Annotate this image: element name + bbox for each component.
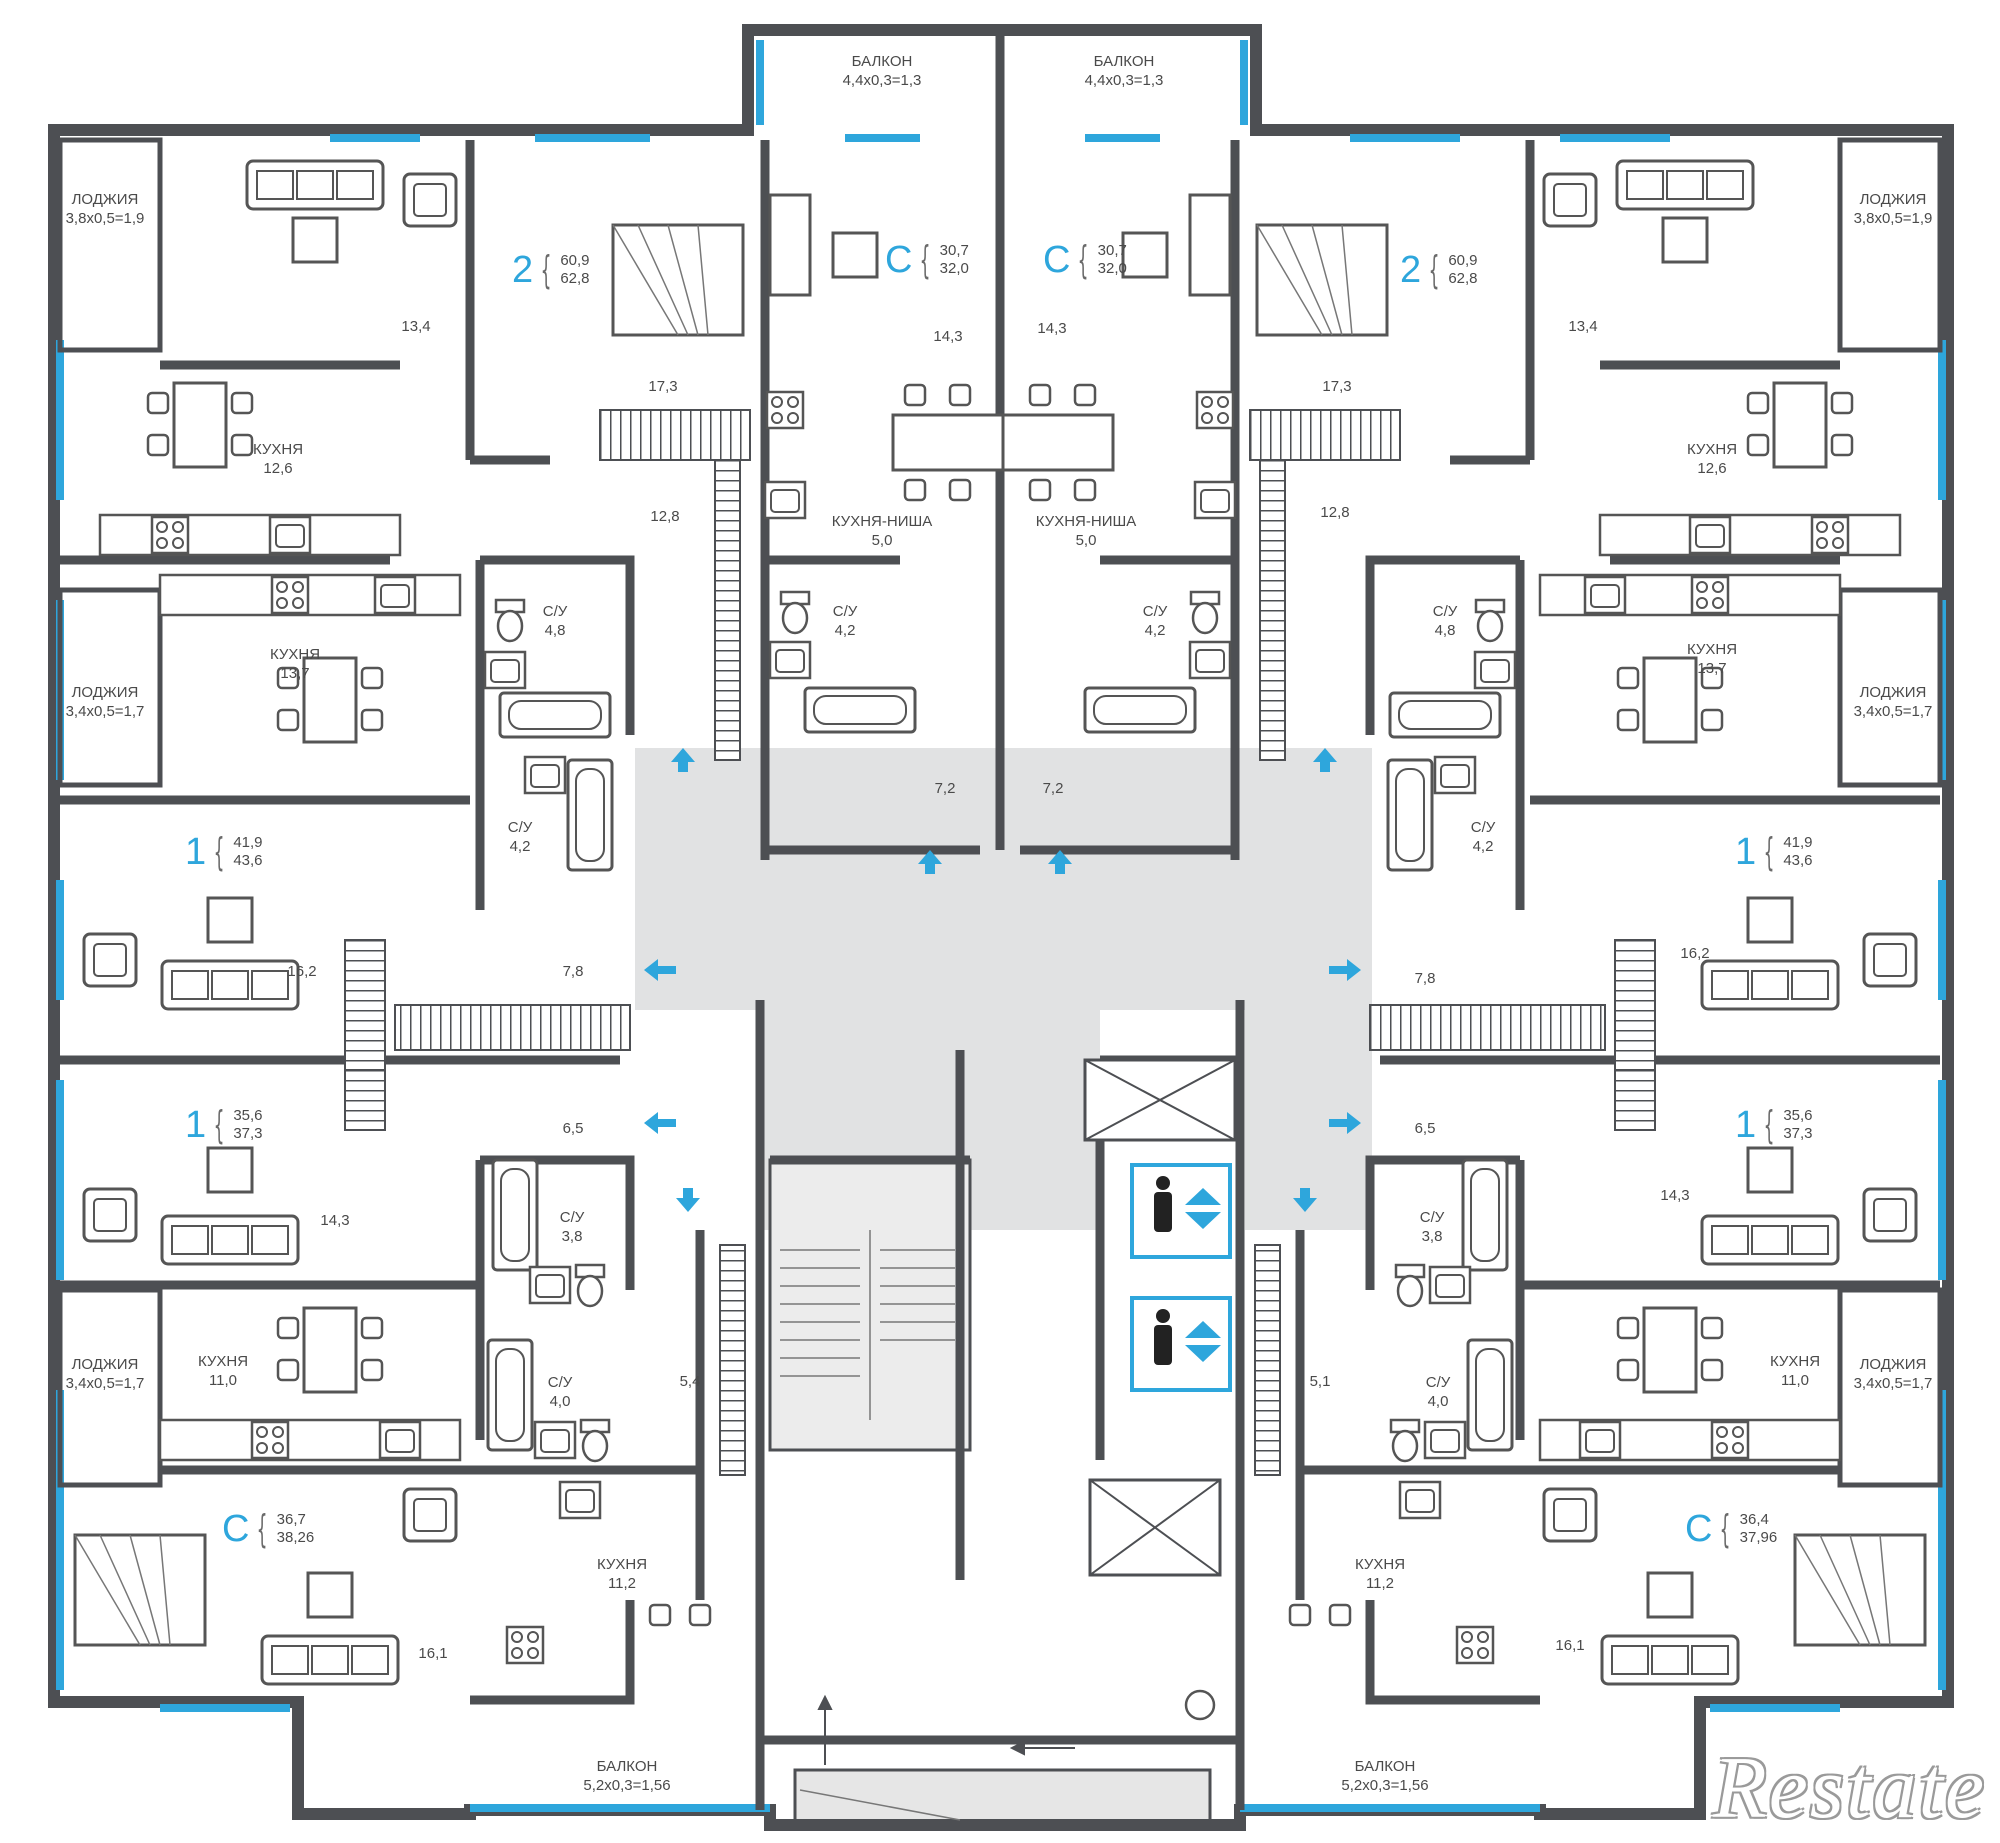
watermark-logo: Restate: [1712, 1740, 1986, 1837]
room-area: 5,4: [679, 1373, 701, 1390]
room-area: 7,2: [1042, 780, 1064, 797]
loggia-outlines: [57, 137, 1943, 1488]
room-area: 14,3: [1660, 1187, 1690, 1204]
room-area: 6,5: [1414, 1120, 1436, 1137]
structural-columns: [344, 409, 1656, 1577]
room-area: 7,8: [1414, 970, 1436, 987]
room-area: 16,1: [1555, 1637, 1585, 1654]
room-area: 14,3: [933, 328, 963, 345]
room-area: 13,4: [401, 318, 431, 335]
furniture: [73, 159, 1927, 1721]
elevator-1: [1130, 1163, 1232, 1259]
room-area: 5,1: [1309, 1373, 1331, 1390]
room-area: 13,4: [1568, 318, 1598, 335]
elevator-2: [1130, 1296, 1232, 1392]
room-area: 16,2: [287, 963, 317, 980]
room-area: 17,3: [1322, 378, 1352, 395]
stair-flight: [780, 1230, 961, 1821]
room-area: 14,3: [320, 1212, 350, 1229]
common-hallway: [635, 748, 1372, 1230]
room-area: 17,3: [648, 378, 678, 395]
room-area: 12,8: [650, 508, 680, 525]
entry-arrows: [817, 1694, 1075, 1765]
room-area: 12,8: [1320, 504, 1350, 521]
room-area: 7,8: [562, 963, 584, 980]
room-area: 16,1: [418, 1645, 448, 1662]
room-area: 6,5: [562, 1120, 584, 1137]
room-area: 16,2: [1680, 945, 1710, 962]
room-area: 7,2: [934, 780, 956, 797]
room-area: 14,3: [1037, 320, 1067, 337]
windows: [56, 40, 1946, 1812]
